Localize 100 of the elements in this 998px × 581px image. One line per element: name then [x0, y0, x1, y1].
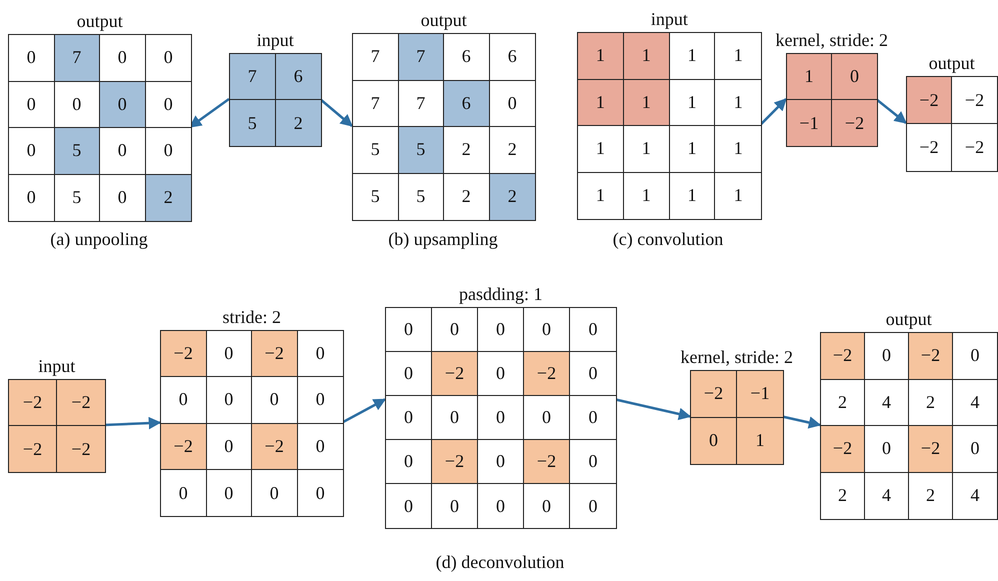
matrix-cell: 1 [670, 172, 716, 219]
matrix-cell: −2 [9, 380, 57, 426]
matrix-cell: 5 [230, 100, 276, 146]
matrix-cell: 6 [444, 80, 490, 127]
matrix-cell: 0 [100, 82, 146, 128]
matrix-cell: 6 [276, 54, 321, 100]
matrix-cell: 4 [865, 380, 909, 426]
matrix-heading: pasdding: 1 [459, 285, 542, 305]
matrix-cell: 0 [478, 440, 524, 484]
matrix-cell: 0 [865, 333, 909, 380]
matrix-cell: 1 [670, 33, 716, 80]
matrix-cell: −2 [432, 352, 478, 396]
matrix-cell: 0 [54, 82, 100, 128]
matrix-heading: stride: 2 [222, 308, 281, 328]
matrix-cell: 5 [353, 127, 398, 174]
matrix-cell: −2 [524, 440, 570, 484]
matrix-heading: kernel, stride: 2 [776, 31, 888, 51]
matrix-cell: 0 [206, 470, 252, 516]
matrix-cell: 2 [909, 472, 953, 519]
matrix-cell: −2 [57, 380, 105, 426]
matrix-cell: 0 [524, 308, 570, 352]
matrix-heading: output [76, 12, 123, 32]
arrow [614, 398, 692, 420]
caption: (c) convolution [612, 230, 724, 250]
arrow [104, 416, 162, 430]
matrix-cell: 0 [386, 352, 432, 396]
matrix-cell: 1 [787, 54, 832, 100]
matrix-cell: −2 [252, 424, 298, 470]
matrix-cell: 4 [865, 472, 909, 519]
matrix-heading: input [256, 31, 294, 51]
matrix-cell: 2 [444, 174, 490, 220]
matrix-cell: 1 [670, 80, 716, 126]
matrix-cell: 4 [953, 380, 997, 426]
matrix-cell: 0 [490, 80, 535, 127]
matrix-cell: −2 [432, 440, 478, 484]
matrix-cell: 1 [624, 33, 670, 80]
matrix-cell: 0 [832, 54, 877, 100]
matrix-cell: 0 [206, 331, 252, 378]
matrix-cell: 0 [206, 377, 252, 424]
matrix-cell: 7 [353, 80, 398, 127]
matrix-cell: −2 [9, 426, 57, 472]
matrix-cell: −2 [161, 331, 206, 378]
matrix-cell: 2 [490, 174, 535, 220]
matrix-cell: −2 [909, 333, 953, 380]
matrix-cell: 5 [54, 128, 100, 174]
matrix-cell: −2 [57, 426, 105, 472]
matrix-cell: 0 [478, 396, 524, 440]
matrix-cell: 0 [865, 426, 909, 472]
matrix-cell: 1 [624, 172, 670, 219]
matrix-cell: 0 [206, 424, 252, 470]
matrix-cell: −1 [737, 371, 783, 418]
matrix-cell: −1 [787, 100, 832, 146]
matrix-cell: 0 [9, 82, 54, 128]
matrix-cell: −2 [691, 371, 737, 418]
matrix-cell: 5 [398, 174, 444, 220]
matrix-cell: 1 [670, 126, 716, 172]
matrix-cell: 0 [432, 396, 478, 440]
caption: (b) upsampling [388, 230, 498, 250]
matrix-cell: 1 [578, 172, 624, 219]
matrix-cell: 1 [578, 33, 624, 80]
matrix-cell: 0 [100, 174, 146, 221]
matrix-cell: 6 [490, 34, 535, 80]
matrix-cell: 6 [444, 34, 490, 80]
matrix-cell: 2 [444, 127, 490, 174]
caption: (d) deconvolution [436, 553, 564, 573]
matrix-cell: 0 [524, 396, 570, 440]
matrix-heading: input [650, 10, 688, 30]
matrix-cell: 0 [386, 308, 432, 352]
matrix-cell: 0 [570, 396, 616, 440]
matrix-cell: 2 [821, 380, 865, 426]
matrix-cell: 7 [398, 34, 444, 80]
matrix-cell: 0 [432, 308, 478, 352]
arrow [319, 98, 353, 127]
matrix-cell: 1 [578, 80, 624, 126]
matrix-cell: 1 [624, 126, 670, 172]
matrix-cell: 1 [578, 126, 624, 172]
matrix-cell: 0 [298, 331, 343, 378]
matrix-cell: 2 [490, 127, 535, 174]
matrix-cell: 0 [478, 352, 524, 396]
matrix-cell: 0 [146, 35, 191, 82]
matrix-heading: output [420, 11, 467, 31]
matrix-heading: output [886, 310, 932, 330]
matrix-cell: −2 [524, 352, 570, 396]
matrix-cell: 0 [386, 396, 432, 440]
matrix-cell: 0 [9, 128, 54, 174]
matrix-cell: 2 [909, 380, 953, 426]
matrix-heading: kernel, stride: 2 [680, 348, 793, 368]
matrix-cell: −2 [909, 426, 953, 472]
caption: (a) unpooling [50, 230, 148, 250]
matrix-cell: 0 [100, 35, 146, 82]
matrix-cell: 7 [54, 35, 100, 82]
matrix-cell: −2 [161, 424, 206, 470]
matrix-cell: 5 [54, 174, 100, 221]
matrix-cell: 0 [691, 418, 737, 464]
matrix-cell: −2 [821, 426, 865, 472]
matrix-cell: 7 [398, 80, 444, 127]
matrix-cell: 1 [624, 80, 670, 126]
matrix-cell: 7 [353, 34, 398, 80]
matrix-cell: 2 [276, 100, 321, 146]
arrow [875, 98, 907, 124]
